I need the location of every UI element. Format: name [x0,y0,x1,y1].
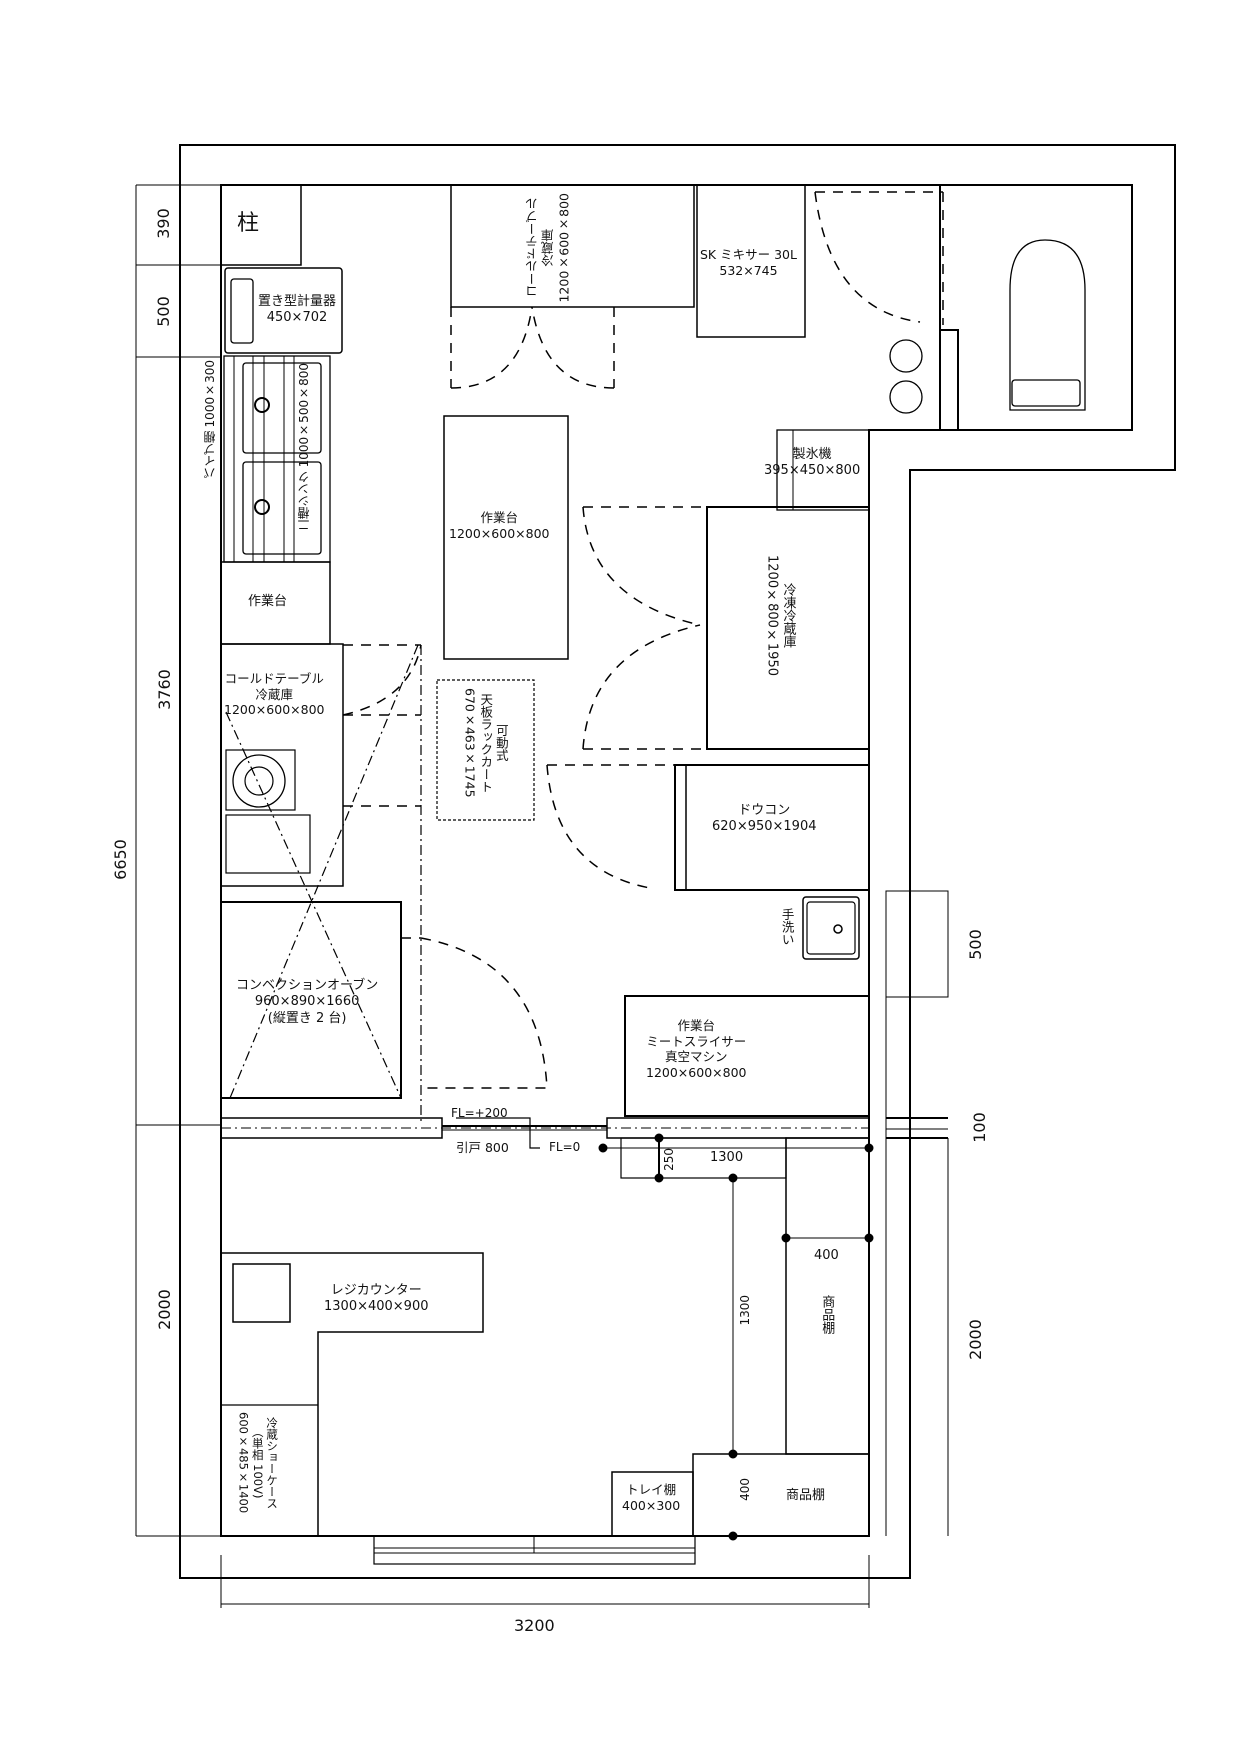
scale-device-label: 置き型計量器 450×702 [258,294,336,327]
convection-oven [220,901,402,1099]
cold-table-left-name: コールドテーブル [224,671,324,686]
dough-conditioner-label: ドウコン 620×950×1904 [712,803,817,836]
dim-right-2000: 2000 [965,1319,985,1360]
freezer-fridge-size: 1200×800×1950 [764,555,780,676]
dim-left-2000: 2000 [154,1289,174,1330]
work-table-slicer-label: 作業台 ミートスライサー 真空マシン 1200×600×800 [646,1018,746,1081]
dim-1300-horizontal: 1300 [710,1150,744,1165]
register-counter-size: 1300×400×900 [324,1299,429,1315]
floor-level-zero: FL=0 [549,1140,581,1154]
showcase-label: 冷蔵ショーケース （単相 100V) 600×485×1400 [236,1412,279,1513]
sliding-door-label: 引戸 800 [456,1140,509,1155]
column [220,184,302,266]
convection-oven-name: コンベクションオーブン [236,978,379,993]
cold-table-left [220,643,344,887]
scale-device-size: 450×702 [266,310,328,326]
sk-mixer-label: SK ミキサー 30L 532×745 [700,247,797,278]
ice-maker-label: 製氷機 395×450×800 [764,447,860,480]
hand-wash [802,896,860,960]
cold-table-left-size: 1200×600×800 [224,702,325,718]
cold-table-top-name: コールドテーブル [525,197,540,298]
freezer-fridge-label: 冷凍冷蔵庫 1200×800×1950 [763,555,796,676]
sk-mixer-name: SK ミキサー 30L [700,247,797,262]
work-table-center-name: 作業台 [480,510,518,525]
product-shelf-right-label: 商品棚 [819,1295,835,1334]
drain-2 [889,380,923,414]
toilet-partition [939,185,959,430]
toilet [1009,239,1086,411]
dim-400-top: 400 [814,1248,839,1263]
cold-table-top [450,184,695,308]
convection-oven-size: 960×890×1660 [254,994,360,1010]
pipe-shelf-label: パイプ棚 1000×300 [203,360,217,480]
work-table-small-label: 作業台 [248,594,288,609]
sk-mixer-size: 532×745 [719,262,778,278]
work-table-center-label: 作業台 1200×600×800 [449,510,549,541]
tray-shelf-name: トレイ棚 [626,1482,677,1497]
ice-maker [776,429,870,511]
dough-conditioner [674,764,870,891]
dim-right-500: 500 [965,929,985,960]
rack-cart [436,679,535,821]
dim-right-100: 100 [969,1112,989,1143]
convection-oven-label: コンベクションオーブン 960×890×1660 (縦置き 2 台) [236,978,378,1027]
dough-conditioner-name: ドウコン [738,803,791,818]
product-shelf-bottom-label: 商品棚 [786,1488,826,1503]
cold-table-top-sub: 冷蔵庫 [540,229,556,267]
dim-left-500: 500 [153,296,173,327]
rack-cart-name: 可動式 [493,724,509,762]
cold-table-top-size: 1200×600×800 [556,193,572,303]
dough-conditioner-size: 620×950×1904 [712,819,817,835]
tray-shelf-size: 400×300 [622,1497,681,1513]
convection-oven-note: (縦置き 2 台) [267,1010,347,1026]
rack-cart-size: 670×463×1745 [462,688,478,798]
register-counter-label: レジカウンター 1300×400×900 [324,1283,429,1316]
hand-wash-label: 手洗い [779,908,795,946]
work-table-slicer-line2: ミートスライサー [646,1033,747,1049]
scale-device-name: 置き型計量器 [258,294,337,309]
scale-device [224,267,343,354]
double-sink-label: 二槽シンク 1000×500×800 [297,363,311,532]
work-table-center [443,415,569,660]
dim-left-390: 390 [153,208,173,239]
freezer-fridge-name: 冷凍冷蔵庫 [780,582,796,648]
sink-basin-2 [242,461,322,555]
sink-basin-1 [242,362,322,454]
ice-maker-name: 製氷機 [792,447,832,462]
dim-1300-vertical: 1300 [738,1295,752,1326]
tray-shelf-label: トレイ棚 400×300 [622,1482,680,1513]
pipe-shelf [223,355,331,563]
cold-table-left-sub: 冷蔵庫 [255,686,293,702]
register-counter-name: レジカウンター [330,1283,422,1298]
dim-250: 250 [662,1148,676,1171]
dim-400-bottom: 400 [738,1478,752,1501]
ice-maker-size: 395×450×800 [764,463,861,479]
showcase-name: 冷蔵ショーケース [265,1416,280,1509]
floor-level-high: FL=+200 [451,1106,508,1120]
dim-bottom-3200: 3200 [514,1616,555,1635]
work-table-slicer-line3: 真空マシン [664,1049,728,1065]
column-label: 柱 [237,211,260,236]
work-table-slicer [624,995,870,1117]
inner-wall [220,184,1133,1537]
sk-mixer [696,184,806,338]
showcase-size: 600×485×1400 [236,1412,251,1514]
work-table-center-size: 1200×600×800 [449,525,550,541]
freezer-fridge [706,506,870,750]
drain-1 [889,339,923,373]
cold-table-left-label: コールドテーブル 冷蔵庫 1200×600×800 [224,671,324,718]
rack-cart-sub: 天板ラックカート [478,692,494,793]
cold-table-top-label: コールドテーブル 冷蔵庫 1200×600×800 [525,193,572,303]
rack-cart-label: 可動式 天板ラックカート 670×463×1745 [462,688,509,798]
work-table-slicer-size: 1200×600×800 [646,1064,747,1080]
dim-left-3760: 3760 [154,669,174,710]
counter-step [620,1137,787,1179]
product-shelf-bottom [692,1453,870,1537]
showcase-sub: （単相 100V) [250,1426,265,1499]
outer-wall [179,144,1176,1579]
work-table-slicer-line1: 作業台 [677,1018,715,1033]
dim-total-6650: 6650 [110,839,130,880]
